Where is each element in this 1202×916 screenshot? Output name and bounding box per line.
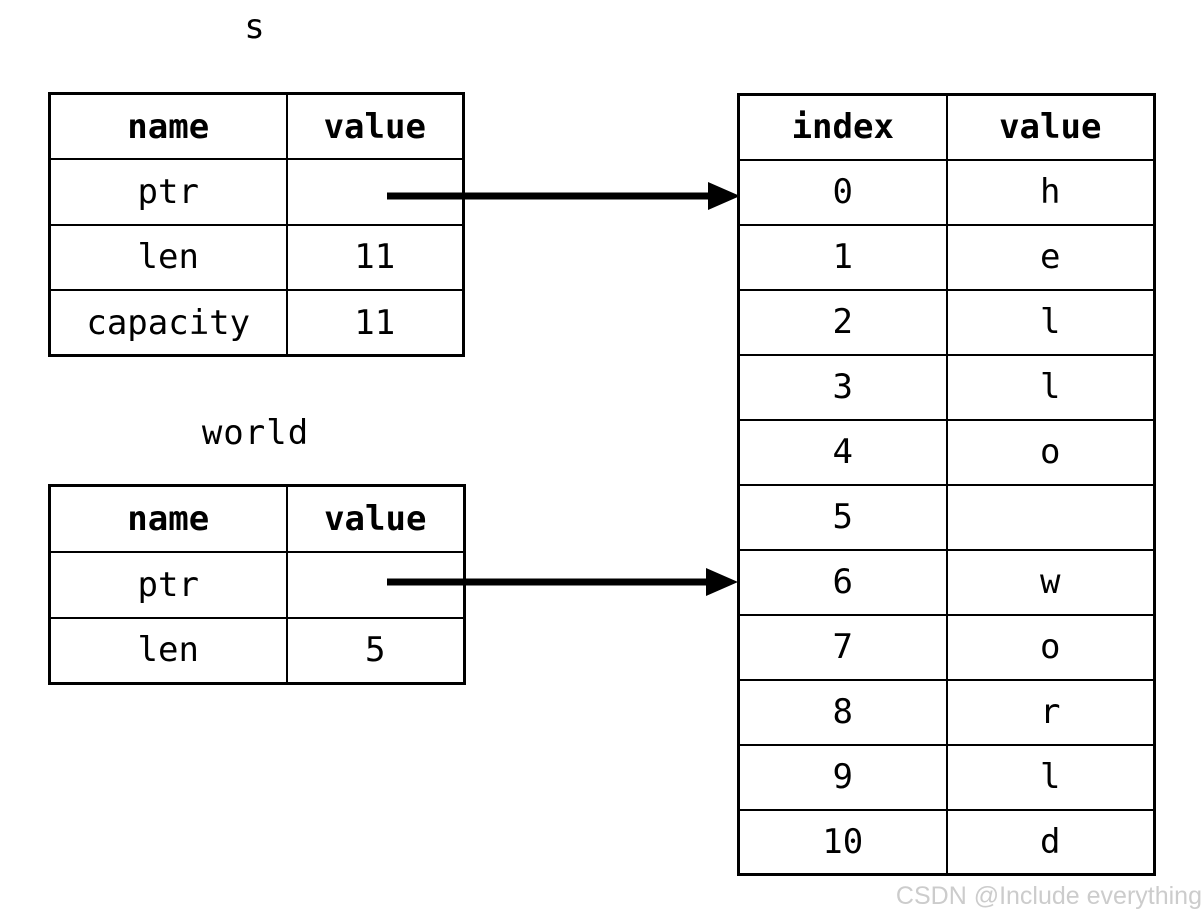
len-value-cell: 11 <box>285 223 465 291</box>
index-cell: 9 <box>737 743 948 811</box>
table-row: 3 l <box>737 353 1156 421</box>
index-cell: 1 <box>737 223 948 291</box>
table-row: 0 h <box>737 158 1156 226</box>
value-cell: o <box>945 418 1156 486</box>
value-column-header: value <box>285 92 465 160</box>
len-value-cell: 5 <box>285 616 466 685</box>
name-column-header: name <box>48 484 288 553</box>
table-row: 10 d <box>737 808 1156 876</box>
ptr-name-cell: ptr <box>48 550 288 619</box>
table-row: len 5 <box>48 616 466 685</box>
s-variable-label: s <box>244 7 266 47</box>
table-row: 7 o <box>737 613 1156 681</box>
value-cell: l <box>945 288 1156 356</box>
index-cell: 0 <box>737 158 948 226</box>
ptr-value-cell <box>285 550 466 619</box>
table-header-row: name value <box>48 484 466 553</box>
table-header-row: index value <box>737 93 1156 161</box>
table-row: 9 l <box>737 743 1156 811</box>
value-cell <box>945 483 1156 551</box>
name-column-header: name <box>48 92 288 160</box>
s-struct-table: name value ptr len 11 capacity 11 <box>48 92 465 357</box>
len-name-cell: len <box>48 616 288 685</box>
capacity-name-cell: capacity <box>48 289 288 357</box>
ptr-name-cell: ptr <box>48 158 288 226</box>
table-row: ptr <box>48 158 465 226</box>
len-name-cell: len <box>48 223 288 291</box>
ptr-value-cell <box>285 158 465 226</box>
capacity-value-cell: 11 <box>285 289 465 357</box>
value-column-header: value <box>945 93 1156 161</box>
value-cell: e <box>945 223 1156 291</box>
table-row: capacity 11 <box>48 289 465 357</box>
table-row: 8 r <box>737 678 1156 746</box>
table-row: ptr <box>48 550 466 619</box>
value-cell: d <box>945 808 1156 876</box>
value-cell: l <box>945 353 1156 421</box>
value-cell: o <box>945 613 1156 681</box>
index-cell: 3 <box>737 353 948 421</box>
table-row: 1 e <box>737 223 1156 291</box>
table-row: 6 w <box>737 548 1156 616</box>
value-column-header: value <box>285 484 466 553</box>
table-row: 2 l <box>737 288 1156 356</box>
index-cell: 10 <box>737 808 948 876</box>
index-cell: 7 <box>737 613 948 681</box>
world-slice-table: name value ptr len 5 <box>48 484 466 685</box>
heap-string-table: index value 0 h 1 e 2 l 3 l 4 o 5 6 w 7 … <box>737 93 1156 876</box>
value-cell: w <box>945 548 1156 616</box>
table-row: len 11 <box>48 223 465 291</box>
world-variable-label: world <box>201 413 310 453</box>
index-column-header: index <box>737 93 948 161</box>
value-cell: l <box>945 743 1156 811</box>
index-cell: 2 <box>737 288 948 356</box>
index-cell: 5 <box>737 483 948 551</box>
table-row: 4 o <box>737 418 1156 486</box>
index-cell: 8 <box>737 678 948 746</box>
index-cell: 6 <box>737 548 948 616</box>
value-cell: h <box>945 158 1156 226</box>
table-header-row: name value <box>48 92 465 160</box>
table-row: 5 <box>737 483 1156 551</box>
value-cell: r <box>945 678 1156 746</box>
csdn-watermark: CSDN @Include everything <box>895 882 1202 910</box>
index-cell: 4 <box>737 418 948 486</box>
